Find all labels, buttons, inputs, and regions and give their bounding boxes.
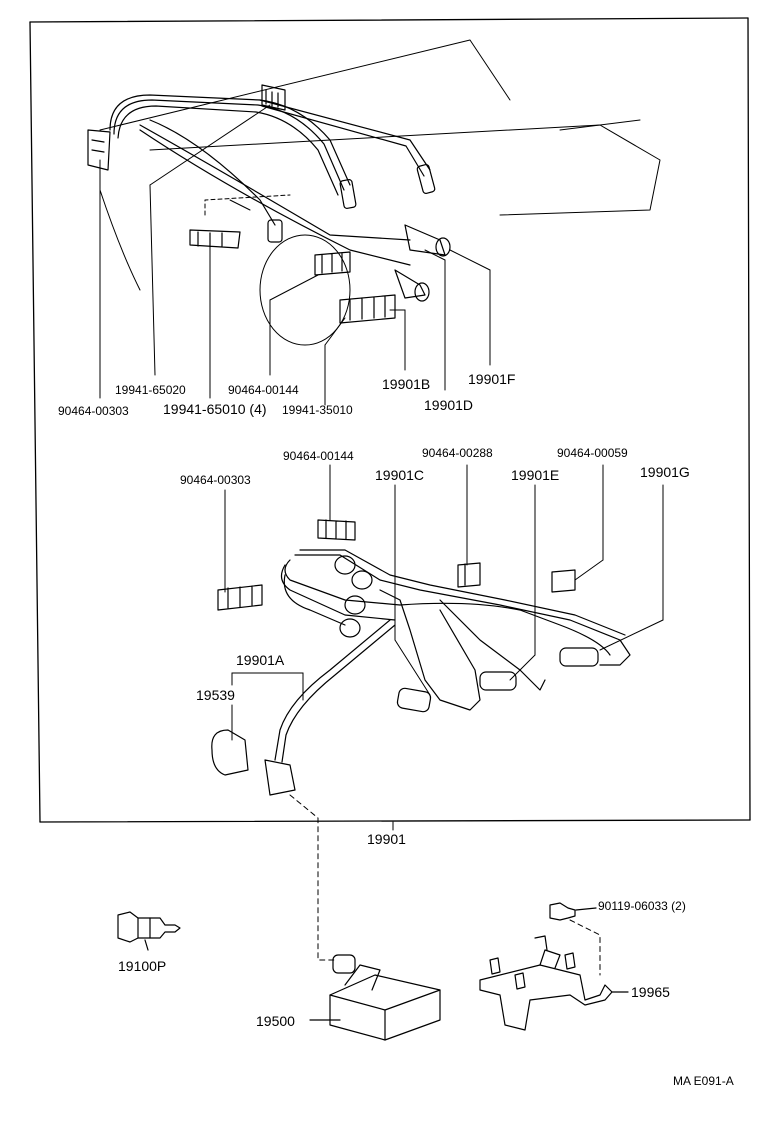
- part-90464-00144-top: 90464-00144: [228, 383, 299, 397]
- part-19941-35010: 19941-35010: [282, 403, 353, 417]
- top-harness: [109, 94, 431, 266]
- part-90464-00303-mid: 90464-00303: [180, 473, 251, 487]
- part-19500: 19500: [256, 1013, 295, 1029]
- part-19901A: 19901A: [236, 652, 285, 668]
- diagram-reference: MA E091-A: [673, 1074, 734, 1088]
- part-90464-00303-top: 90464-00303: [58, 404, 129, 418]
- top-leaders: [99, 104, 491, 406]
- top-plug-boots: [267, 163, 451, 302]
- part-19941-65020: 19941-65020: [115, 383, 186, 397]
- part-19901G: 19901G: [640, 464, 690, 480]
- spark-plug: [117, 911, 181, 951]
- part-90119-06033: 90119-06033 (2): [598, 899, 686, 913]
- engine-outline: [99, 39, 661, 346]
- part-19100P: 19100P: [118, 958, 167, 974]
- coil-bracket: [479, 902, 629, 1031]
- top-clamps: [87, 84, 396, 324]
- part-19901D: 19901D: [424, 397, 474, 413]
- part-19901C: 19901C: [375, 467, 425, 483]
- part-19941-65010: 19941-65010 (4): [163, 401, 267, 417]
- middle-clamps: [211, 519, 576, 776]
- middle-leaders: [224, 464, 664, 831]
- part-19901E: 19901E: [511, 467, 560, 483]
- middle-plug-boots: [264, 555, 599, 796]
- part-19901B: 19901B: [382, 376, 431, 392]
- part-19539: 19539: [196, 687, 235, 703]
- part-19901F: 19901F: [468, 371, 516, 387]
- ignition-coil: [309, 954, 441, 1041]
- part-90464-00144-mid: 90464-00144: [283, 449, 354, 463]
- coil-connection: [289, 794, 601, 976]
- part-19965: 19965: [631, 984, 670, 1000]
- part-90464-00288: 90464-00288: [422, 446, 493, 460]
- assembly-frame: [29, 17, 751, 823]
- middle-harness: [274, 549, 631, 763]
- part-90464-00059: 90464-00059: [557, 446, 628, 460]
- part-19901: 19901: [367, 831, 406, 847]
